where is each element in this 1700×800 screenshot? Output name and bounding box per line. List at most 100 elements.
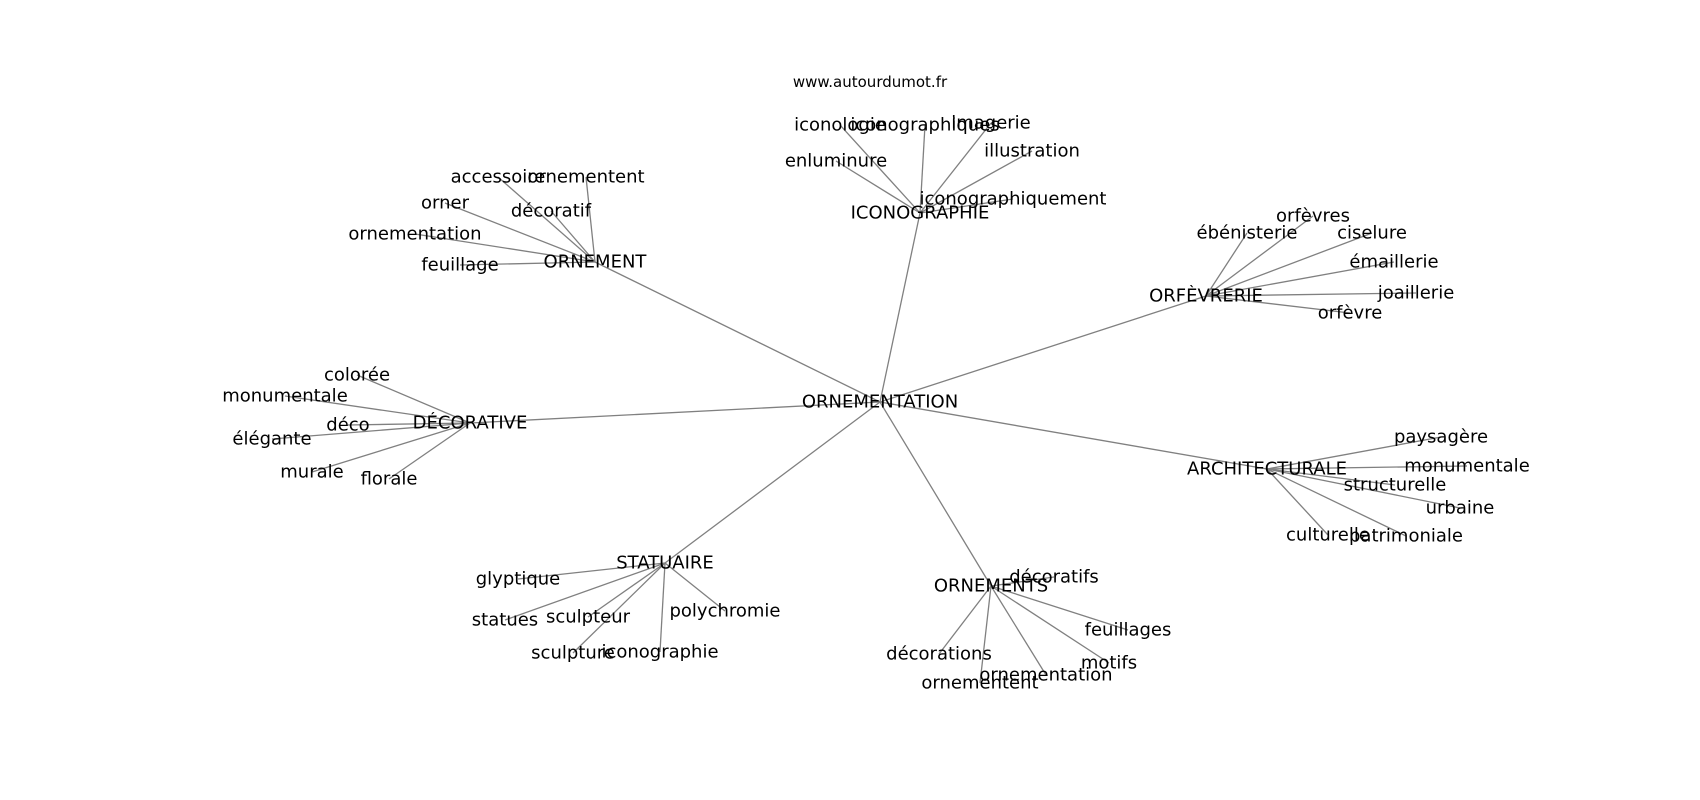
edge-cluster-5-word-3: [504, 562, 666, 621]
edge-cluster-5-word-2: [587, 562, 666, 618]
leaf-word-label: orfèvres: [1276, 206, 1350, 227]
leaf-word-label: imagerie: [951, 113, 1031, 134]
edge-cluster-4-word-5: [1266, 468, 1407, 537]
edge-cluster-0-word-0: [497, 176, 596, 263]
edge-center-to-cluster-2: [879, 295, 1207, 403]
leaf-word-label: iconographiquement: [919, 189, 1106, 210]
edge-cluster-2-word-5: [1205, 295, 1351, 314]
labels-layer: www.autourdumot.fr ORNEMENTATION ORNEMENT…: [222, 73, 1530, 694]
edge-center-to-cluster-4: [879, 401, 1268, 470]
leaf-word-label: polychromie: [669, 601, 780, 622]
edge-cluster-6-word-3: [990, 585, 1047, 676]
leaf-word-label: glyptique: [476, 569, 560, 590]
edge-cluster-6-word-0: [990, 576, 1055, 587]
cluster-node-label: ORNEMENT: [544, 252, 648, 273]
leaf-word-label: monumentale: [222, 386, 348, 407]
leaf-word-label: illustration: [984, 141, 1080, 162]
edge-cluster-0-word-1: [585, 176, 596, 263]
source-watermark: www.autourdumot.fr: [793, 73, 948, 91]
edge-cluster-4-word-4: [1266, 468, 1329, 536]
leaf-word-label: déco: [326, 415, 369, 436]
leaf-word-label: décoratif: [511, 201, 592, 222]
edge-cluster-6-word-1: [990, 585, 1129, 631]
edge-cluster-6-word-2: [990, 585, 1110, 664]
leaf-word-label: urbaine: [1426, 498, 1495, 519]
leaf-word-label: décoratifs: [1009, 567, 1099, 588]
edge-cluster-2-word-2: [1205, 232, 1373, 297]
leaf-word-label: joaillerie: [1377, 283, 1455, 304]
edge-center-to-cluster-3: [469, 401, 881, 424]
edge-cluster-1-word-3: [919, 150, 1033, 214]
edge-cluster-5-word-4: [572, 562, 666, 654]
leaf-word-label: orfèvre: [1318, 303, 1383, 324]
cluster-node-label: STATUAIRE: [616, 553, 714, 574]
leaf-word-label: structurelle: [1344, 475, 1447, 496]
cluster-node-label: ORFÈVRERIE: [1149, 285, 1263, 307]
cluster-node-label: ARCHITECTURALE: [1187, 459, 1347, 480]
edge-cluster-1-word-1: [919, 124, 926, 214]
leaf-word-label: florale: [361, 469, 418, 490]
leaf-word-label: statues: [472, 610, 538, 631]
leaf-word-label: décorations: [886, 644, 992, 665]
edge-center-to-cluster-1: [879, 212, 921, 403]
leaf-word-label: paysagère: [1394, 427, 1488, 448]
leaf-word-label: élégante: [232, 429, 311, 450]
leaf-word-label: émaillerie: [1349, 252, 1438, 273]
edges-layer: [271, 122, 1468, 684]
edge-cluster-3-word-2: [347, 422, 471, 426]
leaf-word-label: orner: [421, 193, 470, 214]
edge-cluster-4-word-2: [1266, 468, 1396, 486]
leaf-word-label: accessoire: [451, 167, 546, 188]
leaf-word-label: murale: [280, 462, 343, 483]
edge-cluster-4-word-0: [1266, 436, 1442, 470]
edge-cluster-1-word-0: [839, 124, 921, 214]
edge-cluster-6-word-5: [938, 585, 992, 655]
edge-center-to-cluster-0: [594, 261, 881, 403]
edge-cluster-4-word-3: [1266, 468, 1461, 509]
edge-center-to-cluster-6: [879, 401, 992, 587]
leaf-word-label: enluminure: [785, 151, 887, 172]
leaf-word-label: sculpteur: [546, 607, 631, 628]
edge-cluster-3-word-3: [271, 422, 471, 440]
edge-cluster-3-word-0: [356, 374, 471, 424]
edge-cluster-1-word-4: [835, 160, 921, 214]
leaf-word-label: ornementent: [921, 673, 1038, 694]
leaf-word-label: colorée: [324, 365, 390, 386]
leaf-word-label: feuillage: [421, 255, 498, 276]
edge-cluster-0-word-3: [550, 210, 596, 263]
edge-cluster-2-word-4: [1205, 292, 1417, 297]
edge-cluster-5-word-5: [659, 562, 666, 653]
leaf-word-label: patrimoniale: [1349, 526, 1463, 547]
leaf-word-label: feuillages: [1085, 620, 1172, 641]
leaf-word-label: iconographiques: [850, 115, 999, 136]
leaf-word-label: motifs: [1081, 653, 1137, 674]
edge-cluster-0-word-5: [459, 261, 596, 266]
edge-center-to-cluster-5: [664, 401, 881, 564]
leaf-word-label: sculpture: [531, 643, 615, 664]
center-node-label: ORNEMENTATION: [802, 392, 958, 413]
edge-cluster-1-word-5: [919, 198, 1014, 214]
leaf-word-label: monumentale: [1404, 456, 1530, 477]
edge-cluster-0-word-4: [414, 233, 596, 263]
edge-cluster-3-word-1: [284, 395, 471, 424]
edge-cluster-3-word-5: [388, 422, 471, 480]
leaf-word-label: iconographie: [601, 642, 718, 663]
edge-cluster-5-word-1: [664, 562, 726, 612]
cluster-node-label: ORNEMENTS: [934, 576, 1048, 597]
leaf-word-label: ornementation: [979, 665, 1112, 686]
leaf-word-label: iconologie: [794, 115, 886, 136]
leaf-word-label: ornementent: [527, 167, 644, 188]
leaf-word-label: ornementation: [348, 224, 481, 245]
edge-cluster-2-word-0: [1205, 215, 1314, 297]
edge-cluster-3-word-4: [311, 422, 471, 473]
edge-cluster-2-word-3: [1205, 261, 1395, 297]
cluster-node-label: DÉCORATIVE: [413, 412, 528, 434]
leaf-word-label: culturelle: [1286, 525, 1370, 546]
edge-cluster-6-word-4: [979, 585, 992, 684]
edge-cluster-4-word-1: [1266, 465, 1468, 470]
leaf-word-label: ciselure: [1337, 223, 1407, 244]
cluster-node-label: ICONOGRAPHIE: [851, 203, 990, 224]
edge-cluster-1-word-2: [919, 122, 992, 214]
edge-cluster-2-word-1: [1205, 232, 1248, 297]
